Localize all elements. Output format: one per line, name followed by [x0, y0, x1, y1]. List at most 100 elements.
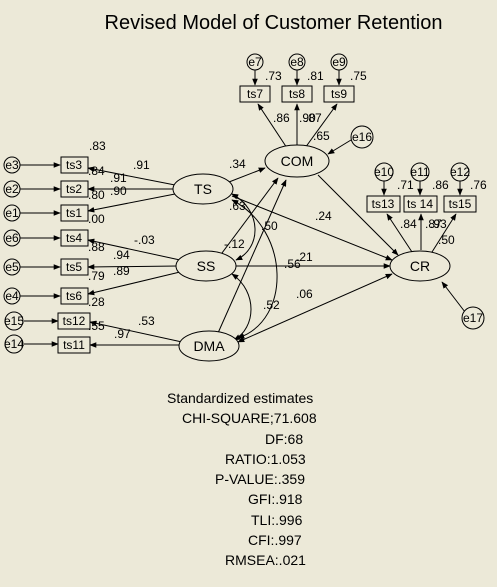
box-ts12	[57, 312, 91, 330]
path-com-ts9	[304, 103, 338, 149]
estimate-ts-com: .34	[229, 157, 246, 171]
error-label-e11: e11	[410, 165, 429, 179]
path-ss-ts4	[87, 238, 181, 261]
estimate-ss-cr2: .56	[284, 257, 301, 271]
error-circle-e10	[374, 162, 394, 182]
path-com-ts7	[257, 103, 288, 149]
error-circle-e12	[450, 162, 470, 182]
estimate-cr-ts15: .50	[438, 233, 455, 247]
path-ts-ts1	[87, 193, 176, 213]
path-cr-ts15	[431, 213, 457, 253]
box-label-ts12: ts12	[63, 314, 86, 328]
box-ts8	[281, 85, 313, 103]
estimate-ts2-r2: .80	[88, 188, 105, 202]
estimate-ts8-r2: .81	[307, 69, 324, 83]
fit-statistics: Standardized estimates CHI-SQUARE;71.608…	[167, 388, 317, 571]
estimate-ss-cr: .21	[296, 250, 313, 264]
stat-cfi: CFI:.997	[248, 532, 302, 549]
latent-label-ss: SS	[197, 258, 216, 274]
path-dma-cr	[237, 273, 393, 343]
box-label-ts4: ts4	[66, 231, 82, 245]
error-circle-e3	[3, 156, 21, 174]
estimate-ts4-r2: .88	[88, 240, 105, 254]
path-dma-com	[217, 179, 287, 334]
error-label-e7: e7	[248, 55, 262, 69]
estimate-dma-ss: .52	[263, 298, 280, 312]
box-ts2	[60, 180, 89, 198]
estimate-cr-ts14: .87	[425, 217, 442, 231]
estimate-dma-com: .50	[261, 219, 278, 233]
box-label-ts3: ts3	[66, 158, 82, 172]
error-circle-e5	[3, 258, 21, 276]
error-circle-e2	[3, 180, 21, 198]
path-ss-com	[218, 177, 279, 258]
error-circle-e7	[246, 53, 264, 71]
error-circle-e15	[4, 311, 24, 331]
error-circle-e6	[3, 229, 21, 247]
estimate-ts-cr: .24	[315, 209, 332, 223]
latent-label-cr: CR	[410, 258, 430, 274]
box-ts7	[239, 85, 271, 103]
latent-ellipse-com	[264, 144, 330, 178]
cov-ts-dma	[231, 199, 278, 339]
path-cr-ts13	[386, 213, 413, 253]
box-label-ts5: ts5	[66, 260, 82, 274]
path-e16-com	[327, 139, 352, 155]
estimate-ts-ss: .63	[229, 199, 246, 213]
error-label-e16: e16	[352, 130, 372, 144]
estimate-com-ts9: .65	[313, 129, 330, 143]
error-label-e1: e1	[5, 206, 19, 220]
box-ts6	[60, 287, 89, 305]
stat-gfi: GFI:.918	[248, 491, 303, 508]
error-label-e10: e10	[374, 165, 394, 179]
box-label-ts6: ts6	[66, 289, 82, 303]
error-label-e14: e14	[4, 337, 24, 351]
estimate-ts7-r2: .73	[265, 69, 282, 83]
box-label-ts2: ts2	[66, 182, 82, 196]
error-circle-e8	[288, 53, 306, 71]
box-label-ts11: ts11	[63, 338, 85, 352]
estimate-dma-ts12: .53	[138, 314, 155, 328]
estimate-cr-ts14b: .93	[430, 217, 447, 231]
estimate-ts12-r2: .55	[88, 319, 105, 333]
box-label-ts7: ts7	[247, 87, 263, 101]
path-e17-cr	[441, 281, 466, 313]
error-circle-e1	[3, 204, 21, 222]
box-ts9	[323, 85, 355, 103]
stat-chi-square: CHI-SQUARE;71.608	[182, 410, 317, 427]
box-label-ts8: ts8	[289, 87, 305, 101]
error-label-e17: e17	[463, 311, 483, 325]
estimate-ts3-sq: .84	[88, 164, 105, 178]
estimate-ts-ts3: .91	[133, 158, 150, 172]
estimate-ts-ts2: .91	[110, 171, 127, 185]
stat-rmsea: RMSEA:.021	[225, 552, 306, 569]
error-label-e5: e5	[5, 260, 19, 274]
diagram-title: Revised Model of Customer Retention	[104, 12, 443, 34]
latent-label-ts: TS	[194, 181, 212, 197]
box-label-ts1: ts1	[66, 206, 82, 220]
estimate-ss-com: -.12	[224, 237, 245, 251]
path-ss-ts6	[87, 271, 181, 296]
box-ts14	[403, 195, 438, 213]
box-ts4	[60, 229, 89, 247]
error-label-e15: e15	[4, 314, 24, 328]
box-label-ts9: ts9	[331, 87, 347, 101]
stat-ratio: RATIO:1.053	[225, 450, 306, 467]
stat-tli: TLI:.996	[251, 511, 303, 528]
latent-label-dma: DMA	[193, 338, 225, 354]
box-ts13	[366, 195, 401, 213]
error-circle-e11	[410, 162, 430, 182]
box-ts11	[57, 336, 91, 354]
path-ts-com	[228, 167, 266, 183]
box-label-ts15: ts15	[449, 197, 472, 211]
estimate-cr-ts13: .84	[400, 217, 417, 231]
path-ts-ts3	[87, 166, 176, 186]
estimate-com-ts8: .90	[299, 111, 316, 125]
error-circle-e17	[461, 306, 485, 330]
error-label-e2: e2	[5, 182, 19, 196]
estimate-ss-ts4: -.03	[134, 233, 155, 247]
estimate-ts1-r2: .00	[88, 212, 105, 226]
latent-label-com: COM	[281, 153, 314, 169]
